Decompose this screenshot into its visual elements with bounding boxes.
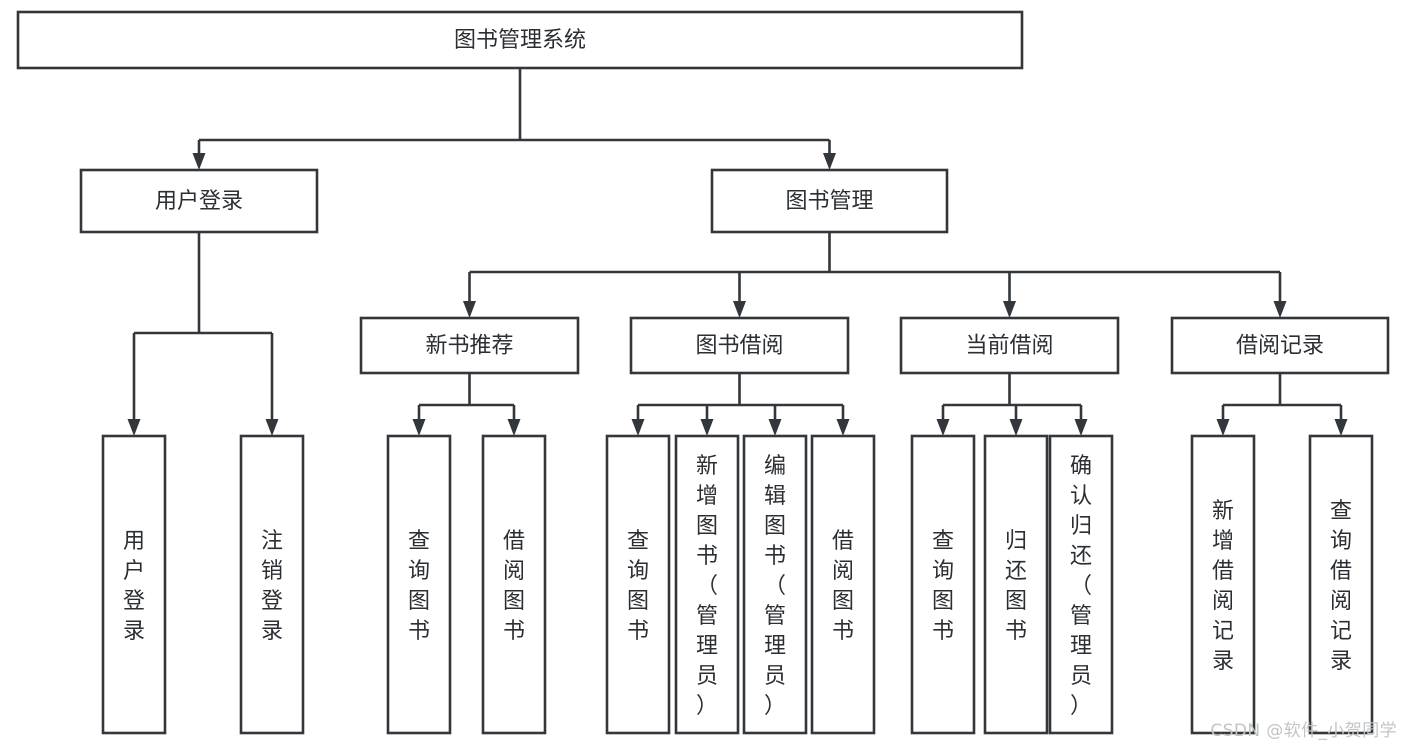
arrow-head-icon xyxy=(1216,419,1230,436)
node-leaf-query-book-3[interactable]: 查询图书 xyxy=(910,434,976,735)
node-label: 用户登录 xyxy=(123,529,145,644)
node-label: 用户登录 xyxy=(155,189,243,214)
node-leaf-edit-book[interactable]: 编辑图书（管理员） xyxy=(742,434,808,735)
node-box xyxy=(239,434,305,735)
connector-group-book-manage xyxy=(463,232,1287,318)
arrow-head-icon xyxy=(412,419,426,436)
node-box xyxy=(1308,434,1374,735)
connector-layer xyxy=(127,68,1348,436)
connector-group-user-login xyxy=(127,232,279,436)
node-label: 确认归还（管理员） xyxy=(1070,454,1092,719)
arrow-head-icon xyxy=(823,153,836,170)
arrow-head-icon xyxy=(265,419,279,436)
node-label: 新增借阅记录 xyxy=(1212,499,1234,674)
node-label: 查询图书 xyxy=(408,529,430,644)
arrow-head-icon xyxy=(733,301,746,318)
arrow-head-icon xyxy=(1334,419,1348,436)
node-leaf-query-record[interactable]: 查询借阅记录 xyxy=(1308,434,1374,735)
node-new-book-recommend[interactable]: 新书推荐 xyxy=(359,316,580,375)
node-leaf-confirm-return[interactable]: 确认归还（管理员） xyxy=(1048,434,1114,735)
node-label: 查询图书 xyxy=(627,529,649,644)
arrow-head-icon xyxy=(507,419,521,436)
node-label: 借阅图书 xyxy=(832,529,854,644)
node-book-manage[interactable]: 图书管理 xyxy=(710,168,949,234)
node-leaf-add-book[interactable]: 新增图书（管理员） xyxy=(674,434,740,735)
arrow-head-icon xyxy=(1009,419,1023,436)
node-leaf-logout[interactable]: 注销登录 xyxy=(239,434,305,735)
node-label: 注销登录 xyxy=(261,529,283,644)
node-box xyxy=(481,434,547,735)
node-leaf-query-book-1[interactable]: 查询图书 xyxy=(386,434,452,735)
arrow-head-icon xyxy=(768,419,782,436)
csdn-watermark: CSDN @软件_小贺同学 xyxy=(1210,721,1397,741)
connector-group-new-book-recommend xyxy=(412,373,521,436)
node-box xyxy=(359,316,580,375)
arrow-head-icon xyxy=(1074,419,1088,436)
node-label: 新增图书（管理员） xyxy=(696,454,718,719)
arrow-head-icon xyxy=(1003,301,1016,318)
node-box xyxy=(1190,434,1256,735)
node-label: 新书推荐 xyxy=(425,334,513,359)
node-box xyxy=(910,434,976,735)
node-box xyxy=(1048,434,1114,735)
node-user-login[interactable]: 用户登录 xyxy=(79,168,319,234)
node-box xyxy=(386,434,452,735)
node-box xyxy=(742,434,808,735)
arrow-head-icon xyxy=(192,153,206,170)
node-label: 借阅记录 xyxy=(1236,334,1324,359)
node-box xyxy=(674,434,740,735)
arrow-head-icon xyxy=(631,419,645,436)
connector-group-current-borrow xyxy=(936,373,1088,436)
node-box xyxy=(605,434,671,735)
node-box xyxy=(16,10,1024,70)
node-label: 归还图书 xyxy=(1005,529,1027,644)
node-box xyxy=(710,168,949,234)
node-box xyxy=(810,434,876,735)
arrow-head-icon xyxy=(463,301,476,318)
connector-group-root xyxy=(192,68,836,170)
arrow-head-icon xyxy=(127,419,141,436)
node-box xyxy=(1170,316,1390,375)
node-box xyxy=(101,434,167,735)
arrow-head-icon xyxy=(1273,301,1287,318)
node-box xyxy=(79,168,319,234)
arrow-head-icon xyxy=(836,419,850,436)
node-box xyxy=(899,316,1120,375)
node-label: 查询图书 xyxy=(932,529,954,644)
arrow-head-icon xyxy=(936,419,950,436)
node-root[interactable]: 图书管理系统 xyxy=(16,10,1024,70)
node-label: 借阅图书 xyxy=(503,529,525,644)
node-label: 图书借阅 xyxy=(695,334,783,359)
node-label: 图书管理系统 xyxy=(454,28,586,53)
node-book-borrow[interactable]: 图书借阅 xyxy=(629,316,850,375)
node-leaf-borrow-book-1[interactable]: 借阅图书 xyxy=(481,434,547,735)
node-leaf-return-book[interactable]: 归还图书 xyxy=(983,434,1049,735)
node-label: 查询借阅记录 xyxy=(1330,499,1352,674)
arrow-head-icon xyxy=(700,419,714,436)
node-label: 编辑图书（管理员） xyxy=(764,454,786,719)
node-borrow-record[interactable]: 借阅记录 xyxy=(1170,316,1390,375)
node-current-borrow[interactable]: 当前借阅 xyxy=(899,316,1120,375)
node-leaf-borrow-book-2[interactable]: 借阅图书 xyxy=(810,434,876,735)
node-leaf-add-record[interactable]: 新增借阅记录 xyxy=(1190,434,1256,735)
connector-group-book-borrow xyxy=(631,373,850,436)
node-box xyxy=(629,316,850,375)
node-label: 图书管理 xyxy=(785,189,873,214)
node-leaf-user-login[interactable]: 用户登录 xyxy=(101,434,167,735)
node-label: 当前借阅 xyxy=(965,334,1053,359)
node-layer: 图书管理系统用户登录图书管理新书推荐图书借阅当前借阅借阅记录用户登录注销登录查询… xyxy=(16,10,1390,735)
node-leaf-query-book-2[interactable]: 查询图书 xyxy=(605,434,671,735)
node-box xyxy=(983,434,1049,735)
connector-group-borrow-record xyxy=(1216,373,1348,436)
